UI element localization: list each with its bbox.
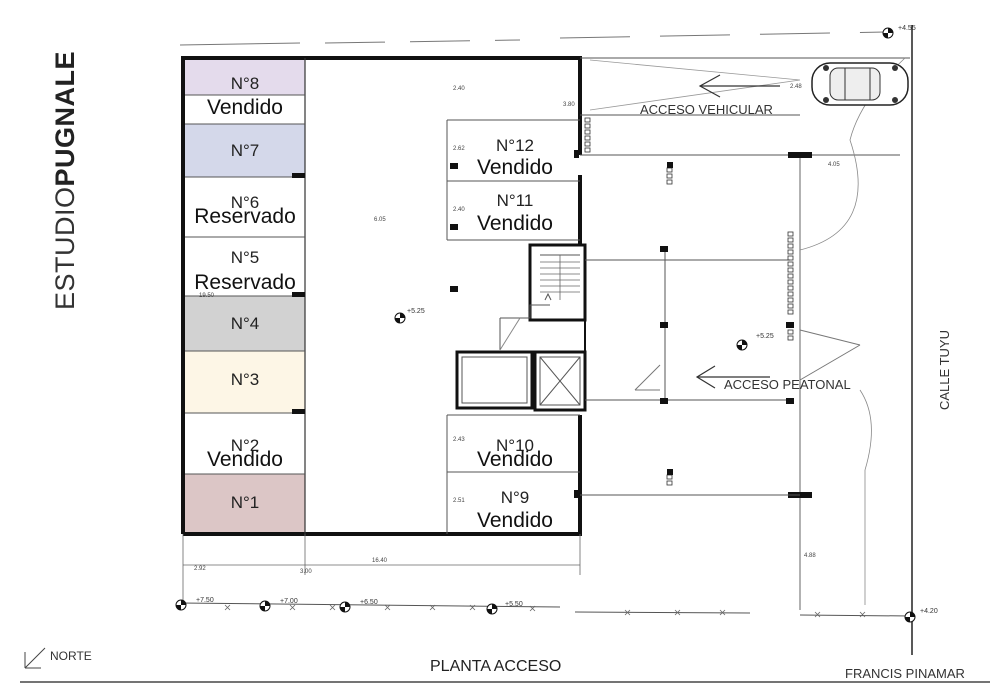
dim-1640: 16.40 [372,558,388,564]
elev-b2: +7.00 [280,598,298,605]
dim-240a: 2.40 [453,86,465,92]
unit-9-status: Vendido [477,509,553,532]
elev-b1: +7.50 [196,597,214,604]
elev-b3: +6.50 [360,599,378,606]
dim-248: 2.48 [790,84,802,90]
unit-9-number: N°9 [500,488,530,507]
unit-2-status: Vendido [207,448,283,471]
elev-top-right: +4.55 [898,25,916,32]
unit-12-number: N°12 [496,136,534,155]
dim-240b: 2.40 [453,207,465,213]
unit-fill-1 [185,474,305,532]
acceso-peatonal-label: ACCESO PEATONAL [724,377,851,392]
unit-fill-3 [185,351,305,413]
dim-1950: 19.50 [199,293,215,299]
stair-core [528,243,587,322]
north-arrow-icon [24,647,46,669]
unit-11-number: N°11 [496,191,534,210]
unit-fill-8 [185,60,305,95]
unit-fill-7 [185,124,305,177]
dim-405: 4.05 [828,162,840,168]
dim-243: 2.43 [453,437,465,443]
unit-10-status: Vendido [477,448,553,471]
unit-12-status: Vendido [477,156,553,179]
elev-bottom-right: +4.20 [920,608,938,615]
building-wall [181,56,582,534]
dim-262: 2.62 [453,146,465,152]
unit-8-number: N°8 [230,74,260,93]
unit-2-number: N°2 [230,436,260,455]
unit-3-number: N°3 [230,370,260,389]
elev-b4: +5.50 [505,601,523,608]
room-left-of-elevator [455,350,534,410]
pedestrian-access-arrow-icon [695,365,770,389]
acceso-vehicular-label: ACCESO VEHICULAR [640,102,773,117]
elev-right-center: +5.25 [756,333,774,340]
unit-1-number: N°1 [230,493,260,512]
francis-pinamar-label: FRANCIS PINAMAR [845,666,965,681]
level-markers [175,27,916,623]
calle-tuyu-label: CALLE TUYU [937,330,952,410]
dim-251: 2.51 [453,498,465,504]
unit-10-number: N°10 [496,436,534,455]
dim-605: 6.05 [374,217,386,223]
elev-center: +5.25 [407,308,425,315]
dim-488: 4.88 [804,553,816,559]
unit-5-number: N°5 [230,248,260,267]
dim-292: 2.92 [194,566,206,572]
unit-11-status: Vendido [477,212,553,235]
unit-6-status: Reservado [194,205,296,228]
dim-380: 3.80 [563,102,575,108]
unit-7-number: N°7 [230,141,260,160]
property-line-top [179,42,301,46]
plan-title: PLANTA ACCESO [430,658,562,675]
dim-300: 3.00 [300,569,312,575]
unit-fill-4 [185,296,305,351]
unit-8-status: Vendido [207,96,283,119]
unit-4-number: N°4 [230,314,260,333]
car-icon [811,62,909,106]
unit-5-status: Reservado [194,271,296,294]
north-label: NORTE [50,649,92,663]
vehicle-access-arrow-icon [698,74,780,98]
unit-6-number: N°6 [230,193,260,212]
